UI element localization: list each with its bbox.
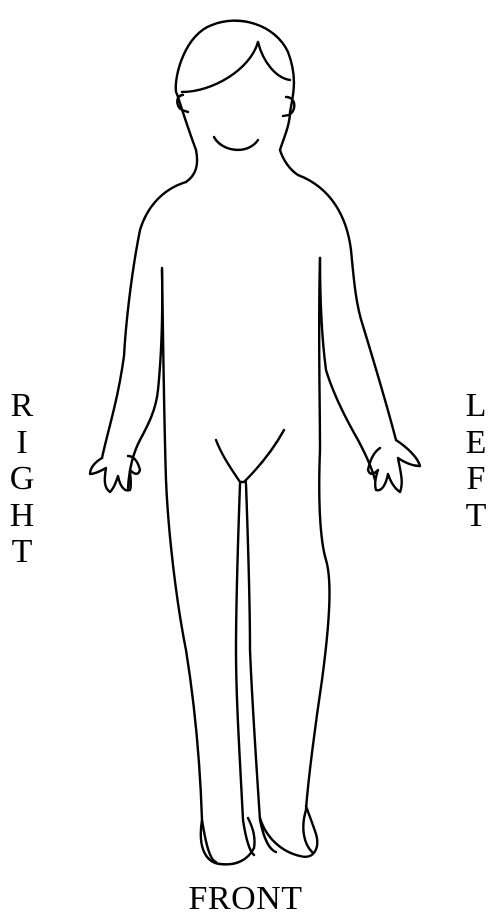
left-side-label-letter: L: [466, 388, 487, 425]
left-side-label: L E F T: [456, 388, 491, 534]
right-side-label-letter: H: [10, 498, 35, 535]
left-hip-leg-outer: [303, 258, 329, 852]
left-side-label-letter: F: [467, 461, 486, 498]
right-side-label-letter: I: [16, 425, 27, 462]
chin-line: [214, 137, 258, 150]
right-shoulder-arm-outer: [102, 182, 186, 458]
right-hip-leg-outer: [162, 268, 216, 862]
hair-fringe: [182, 42, 290, 92]
right-side-label-letter: G: [10, 461, 35, 498]
right-side-label-letter: R: [11, 388, 34, 425]
right-side-label: R I G H T: [2, 388, 42, 571]
left-torso-side: [320, 258, 375, 480]
left-side-label-letter: E: [466, 425, 487, 462]
right-side-label-letter: T: [12, 534, 33, 571]
left-side-label-letter: T: [466, 498, 487, 535]
groin-lines: [216, 430, 284, 482]
left-inner-leg: [246, 484, 276, 852]
right-torso-side: [128, 270, 162, 488]
left-shoulder-arm-outer: [298, 175, 396, 440]
left-hand: [368, 440, 420, 492]
left-ear: [283, 97, 294, 116]
right-ear: [177, 95, 188, 112]
view-label: FRONT: [0, 880, 491, 918]
neck-right: [186, 150, 197, 182]
head-outline: [176, 21, 298, 175]
